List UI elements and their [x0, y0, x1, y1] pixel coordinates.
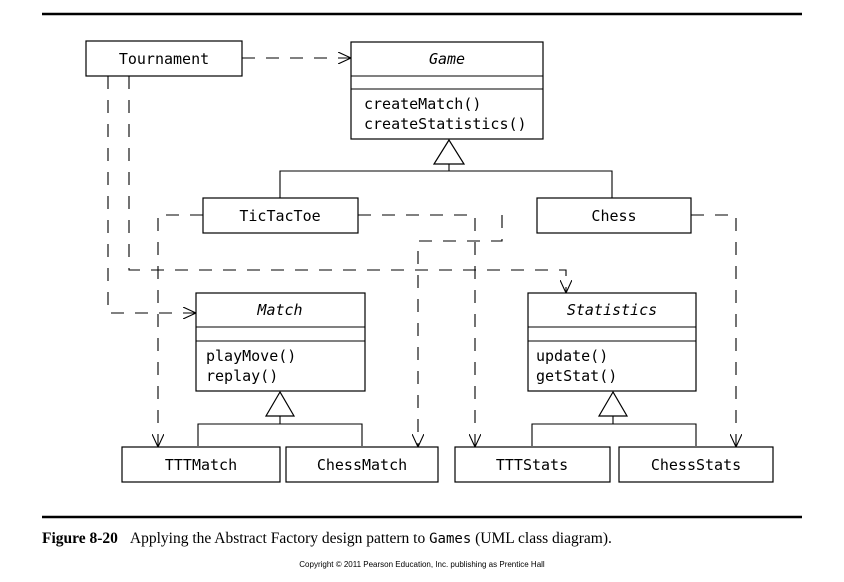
inheritance-triangle-match [264, 390, 296, 417]
inheritance-line-game [279, 164, 613, 198]
class-statistics-method: getStat() [536, 367, 617, 385]
class-match-method: replay() [206, 367, 278, 385]
class-match-name: Match [256, 301, 302, 319]
class-chessmatch: ChessMatch [285, 446, 439, 483]
figure-caption: Figure 8-20 Applying the Abstract Factory… [42, 530, 612, 548]
class-chess: Chess [536, 197, 692, 234]
class-match-method: playMove() [206, 347, 296, 365]
class-game: Game createMatch() createStatistics() [350, 41, 544, 140]
figure-label: Figure 8-20 [42, 530, 118, 547]
class-chessmatch-name: ChessMatch [317, 456, 407, 474]
dependency-tictactoe-tttstats [358, 214, 475, 447]
class-tournament: Tournament [85, 40, 243, 77]
dependency-tournament-match [107, 76, 196, 313]
class-statistics: Statistics update() getStat() [527, 292, 697, 392]
class-tictactoe: TicTacToe [202, 197, 359, 234]
class-chessstats-name: ChessStats [651, 456, 741, 474]
dependency-chess-chessstats [691, 214, 736, 447]
class-tttmatch-name: TTTMatch [165, 456, 237, 474]
caption-code: Games [429, 531, 472, 547]
class-match: Match playMove() replay() [195, 292, 366, 392]
class-statistics-name: Statistics [567, 301, 657, 319]
class-game-name: Game [429, 50, 465, 68]
class-statistics-method: update() [536, 347, 608, 365]
inheritance-line-match [197, 416, 363, 446]
inheritance-line-statistics [531, 416, 697, 446]
class-tttmatch: TTTMatch [121, 446, 281, 483]
dependency-tournament-statistics [128, 76, 566, 293]
caption-text: Applying the Abstract Factory design pat… [129, 530, 430, 547]
copyright-notice: Copyright © 2011 Pearson Education, Inc.… [299, 560, 545, 569]
dependency-chess-chessmatch [418, 215, 503, 447]
caption-text-end: (UML class diagram). [471, 530, 612, 547]
class-tttstats-name: TTTStats [496, 456, 568, 474]
class-game-method: createMatch() [364, 95, 481, 113]
inheritance-triangle-statistics [597, 390, 629, 417]
class-tictactoe-name: TicTacToe [239, 207, 320, 225]
dependency-tictactoe-tttmatch [158, 214, 203, 447]
class-tttstats: TTTStats [454, 446, 611, 483]
class-chessstats: ChessStats [618, 446, 774, 483]
class-chess-name: Chess [591, 207, 636, 225]
class-tournament-name: Tournament [119, 50, 209, 68]
inheritance-triangle-game [432, 138, 466, 165]
class-game-method: createStatistics() [364, 115, 527, 133]
